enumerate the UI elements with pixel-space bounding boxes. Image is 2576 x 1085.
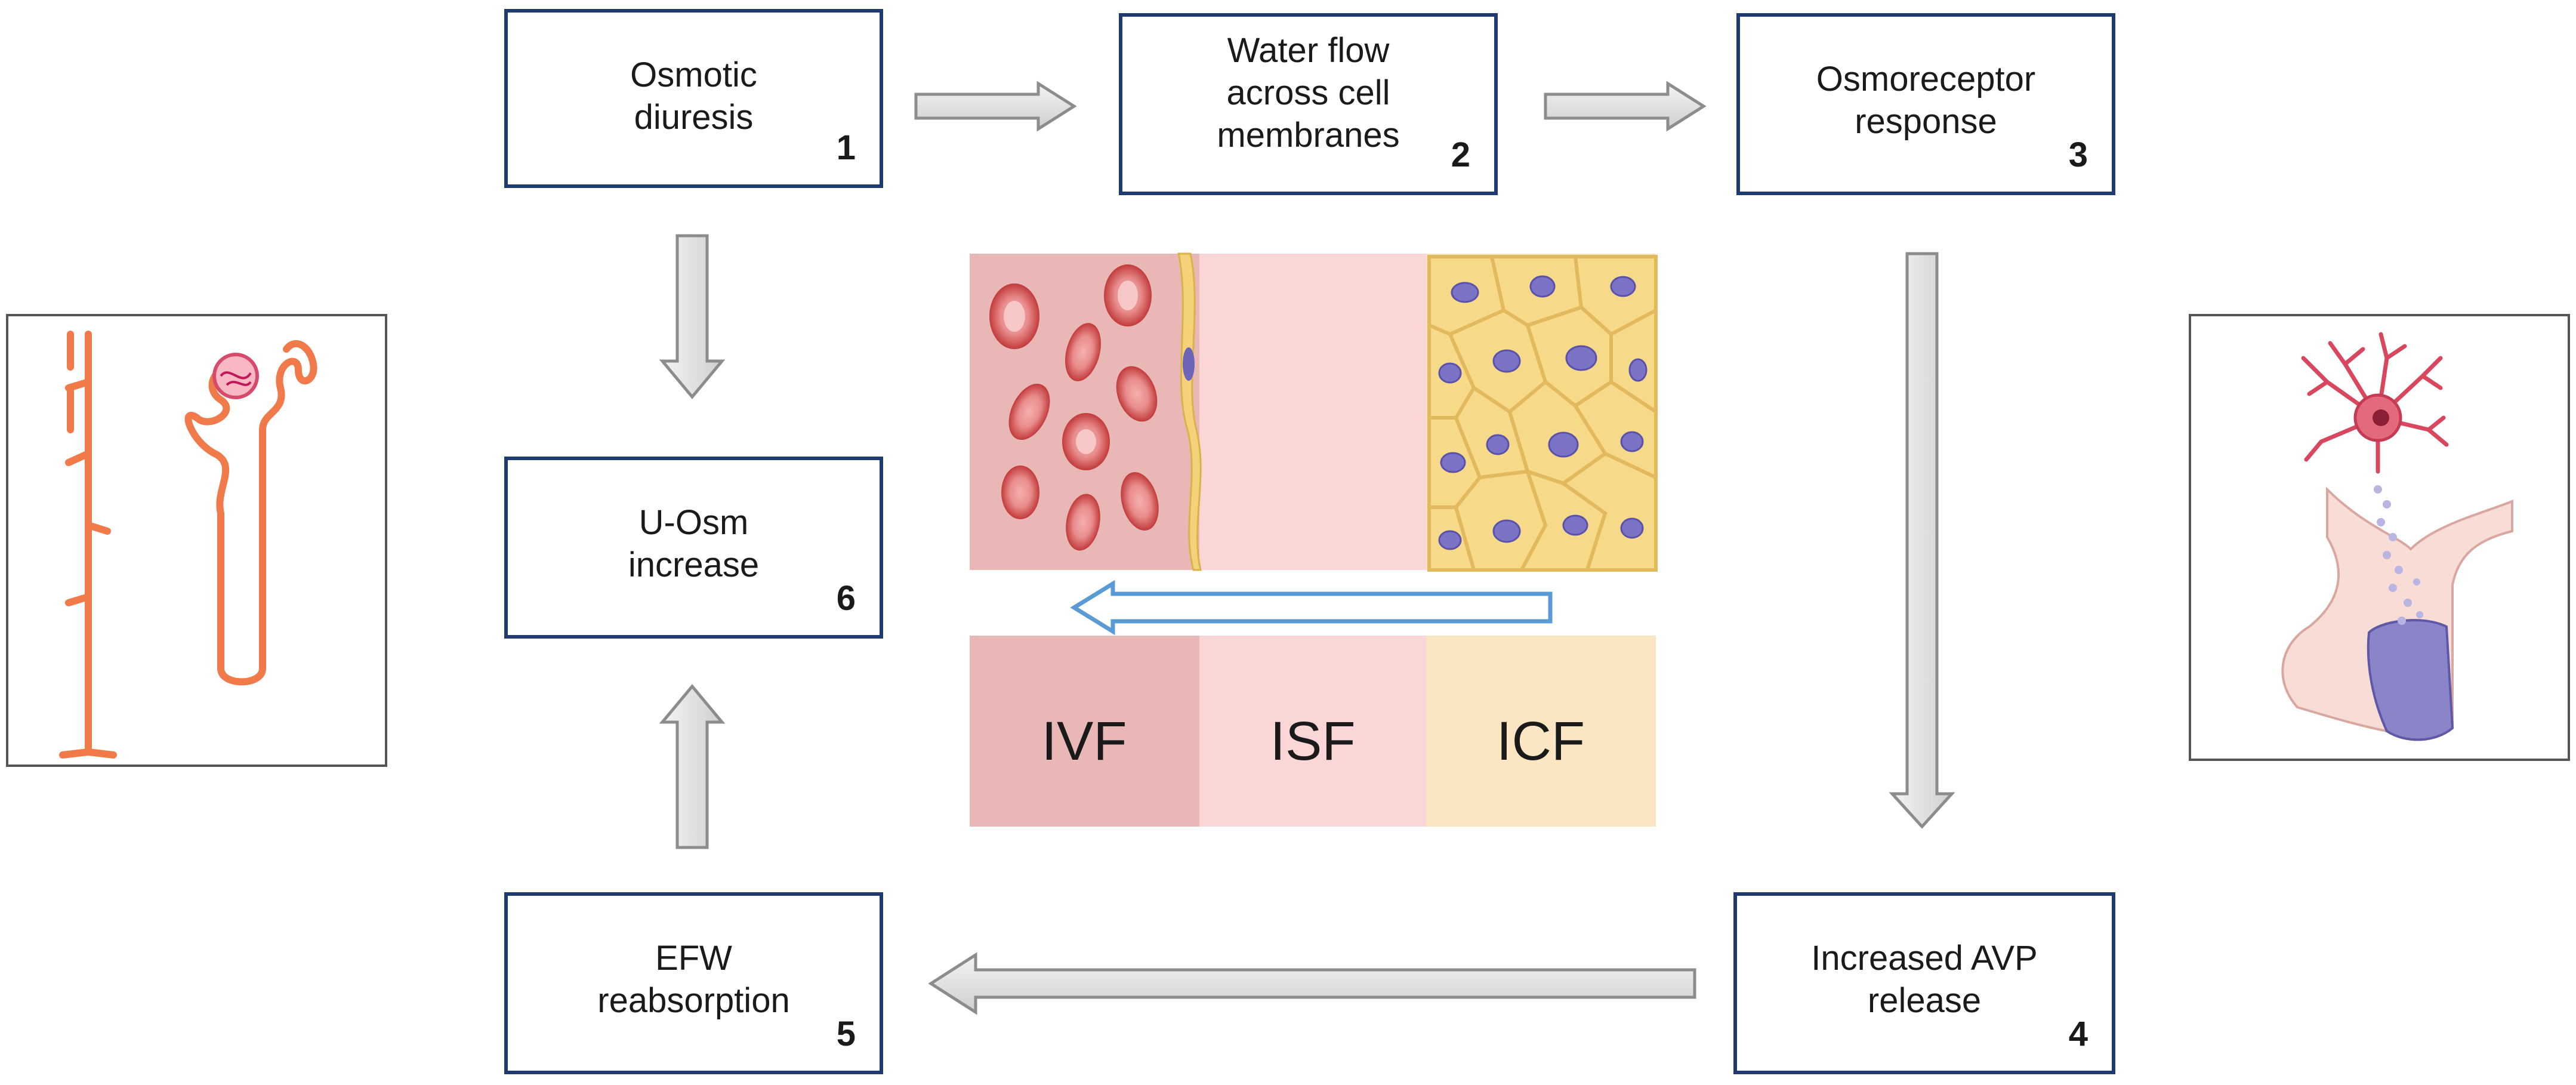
arrow-5-to-6 [659, 684, 726, 849]
step-label-3: Osmoreceptor response [1816, 60, 2036, 141]
nephron-panel [6, 314, 387, 767]
step-box-5: EFW reabsorption 5 [504, 892, 883, 1074]
icf-label: ICF [1496, 711, 1585, 772]
cell-compartments-illustration [970, 252, 1658, 827]
step-box-3: Osmoreceptor response 3 [1736, 13, 2115, 195]
arrow-4-to-5 [928, 952, 1696, 1015]
arrow-3-to-4 [1889, 252, 1955, 829]
red-blood-cells [989, 264, 1159, 551]
step-number-3: 3 [2068, 135, 2088, 174]
nephron-icon [59, 331, 317, 759]
step-number-5: 5 [836, 1015, 856, 1053]
arrow-1-to-2 [914, 81, 1077, 132]
water-flow-arrow [1070, 580, 1553, 636]
icf-block [1426, 636, 1656, 827]
ivf-block [970, 636, 1199, 827]
tissue-cells [1427, 255, 1658, 572]
arrow-2-to-3 [1544, 81, 1707, 132]
step-label-1: Osmotic diuresis [630, 56, 757, 137]
neuron-pituitary-panel [2189, 314, 2570, 761]
step-label-6: U-Osm increase [628, 503, 760, 584]
step-box-2: Water flow across cell membranes 2 [1119, 13, 1498, 195]
step-box-4: Increased AVP release 4 [1733, 892, 2115, 1074]
isf-label: ISF [1270, 711, 1356, 772]
step-label-5: EFW reabsorption [597, 939, 790, 1020]
step-label-4: Increased AVP release [1811, 939, 2038, 1020]
isf-block [1199, 636, 1426, 827]
arrow-1-to-6 [659, 234, 726, 399]
posterior-pituitary-icon [2367, 619, 2454, 741]
step-number-4: 4 [2068, 1015, 2088, 1053]
step-label-2: Water flow across cell membranes [1217, 31, 1400, 155]
step-box-1: Osmotic diuresis 1 [504, 9, 883, 188]
ivf-label: IVF [1041, 711, 1127, 772]
step-number-6: 6 [836, 579, 856, 618]
step-number-1: 1 [836, 128, 856, 167]
step-number-2: 2 [1451, 135, 1470, 174]
cell-nuclei [1438, 275, 1648, 550]
step-box-6: U-Osm increase 6 [504, 457, 883, 639]
axon-dots [2374, 485, 2423, 625]
